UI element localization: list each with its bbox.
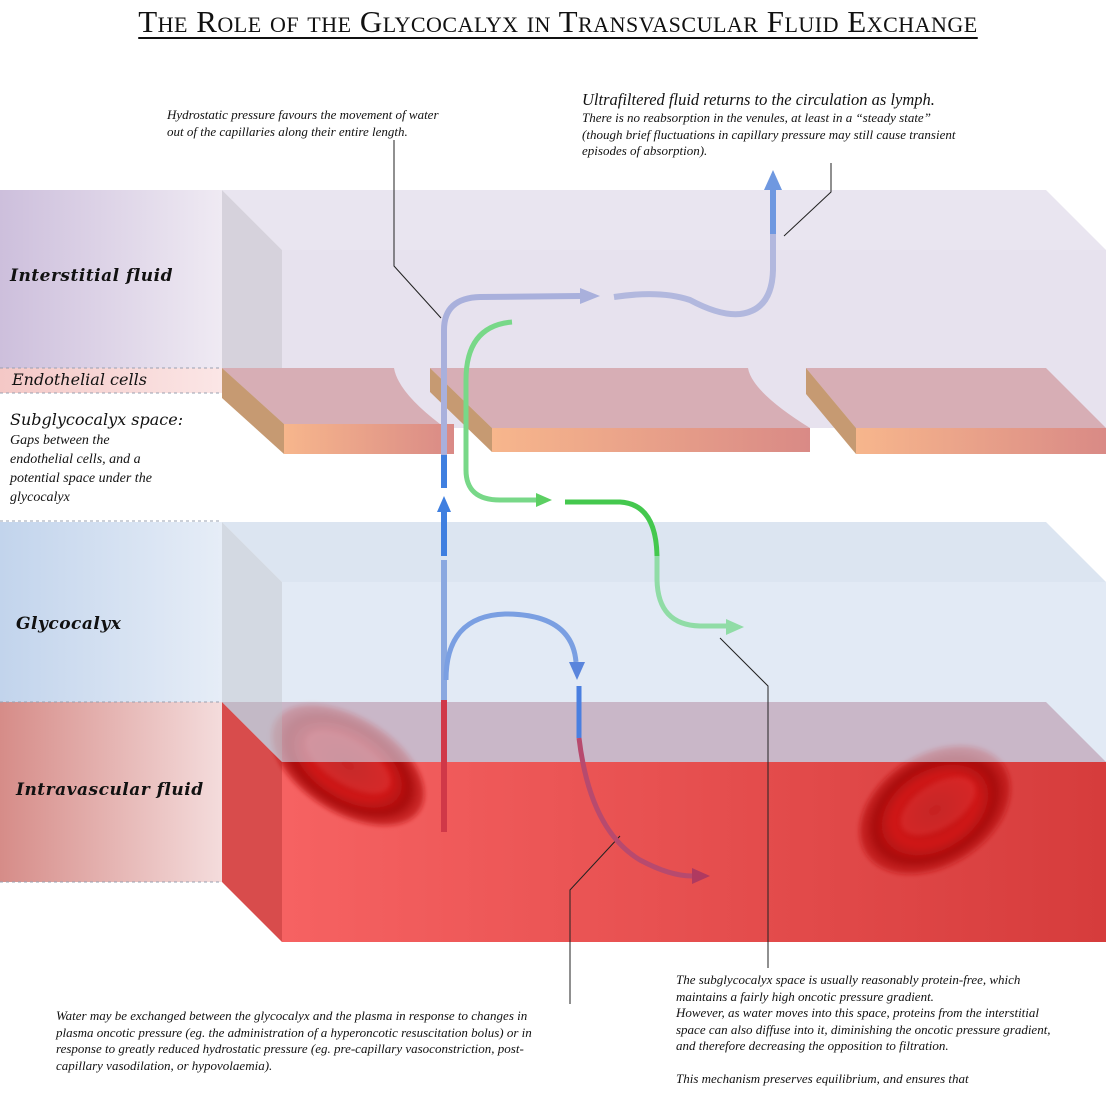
glycocalyx-label: Glycocalyx — [16, 614, 122, 634]
interstitial-fluid-label: Interstitial fluid — [10, 266, 173, 286]
note-line: and therefore decreasing the opposition … — [676, 1038, 949, 1053]
lymph-note-title: Ultrafiltered fluid returns to the circu… — [582, 90, 935, 109]
subglycocalyx-description-line: potential space under the — [10, 471, 152, 486]
note-line: However, as water moves into this space,… — [676, 1005, 1040, 1020]
protein-flow-arrow-icon — [463, 319, 744, 635]
endothelial-cells-label: Endothelial cells — [12, 370, 147, 389]
interstitial-label-strip — [0, 190, 222, 368]
glycocalyx-block — [222, 522, 1106, 762]
note-line: space can also diffuse into it, diminish… — [676, 1021, 1051, 1037]
note-line: out of the capillaries along their entir… — [167, 123, 408, 139]
intravascular-fluid-label: Intravascular fluid — [16, 780, 204, 800]
callout-lines — [393, 140, 832, 1004]
plasma-exchange-note: Water may be exchanged between the glyco… — [56, 1008, 532, 1074]
diagram-title: The Role of the Glycocalyx in Transvascu… — [0, 4, 1116, 40]
note-line: plasma oncotic pressure (eg. the adminis… — [56, 1024, 532, 1040]
note-line: (though brief fluctuations in capillary … — [582, 126, 956, 142]
flow-arrow-icon — [443, 611, 710, 884]
hydrostatic-pressure-note: Hydrostatic pressure favours the movemen… — [167, 107, 439, 140]
subglycocalyx-description-line: endothelial cells, and a — [10, 452, 141, 467]
note-line: There is no reabsorption in the venules,… — [582, 110, 931, 125]
endothelial-label-strip — [0, 368, 222, 393]
red-blood-cell-icon — [859, 745, 1011, 875]
glycocalyx-label-strip — [0, 522, 222, 702]
intravascular-label-strip — [0, 702, 222, 882]
note-line: capillary vasodilation, or hypovolaemia)… — [56, 1057, 273, 1073]
protein-free-note: The subglycocalyx space is usually reaso… — [676, 972, 1051, 1088]
note-line: The subglycocalyx space is usually reaso… — [676, 972, 1021, 987]
lymph-note: Ultrafiltered fluid returns to the circu… — [582, 90, 955, 160]
note-line: Water may be exchanged between the glyco… — [56, 1008, 528, 1023]
note-line — [676, 1055, 1051, 1072]
note-line: response to greatly reduced hydrostatic … — [56, 1041, 524, 1056]
note-line: episodes of absorption). — [582, 143, 708, 158]
subglycocalyx-description-line: Gaps between the — [10, 433, 110, 448]
note-line: maintains a fairly high oncotic pressure… — [676, 988, 934, 1004]
endothelial-cell-slab — [806, 368, 1106, 454]
subglycocalyx-description: Gaps between the endothelial cells, and … — [10, 431, 152, 507]
note-line: Hydrostatic pressure favours the movemen… — [167, 107, 439, 122]
diagram-title-text: The Role of the Glycocalyx in Transvascu… — [138, 4, 978, 39]
layer-divider-lines — [0, 367, 222, 883]
note-line: This mechanism preserves equilibrium, an… — [676, 1071, 969, 1086]
subglycocalyx-space-label: Subglycocalyx space: — [10, 410, 184, 429]
subglycocalyx-description-line: glycocalyx — [10, 490, 70, 505]
flow-arrow-icon — [437, 170, 782, 832]
endothelial-cell-slab — [430, 368, 810, 452]
endothelial-cell-slab — [222, 368, 454, 454]
